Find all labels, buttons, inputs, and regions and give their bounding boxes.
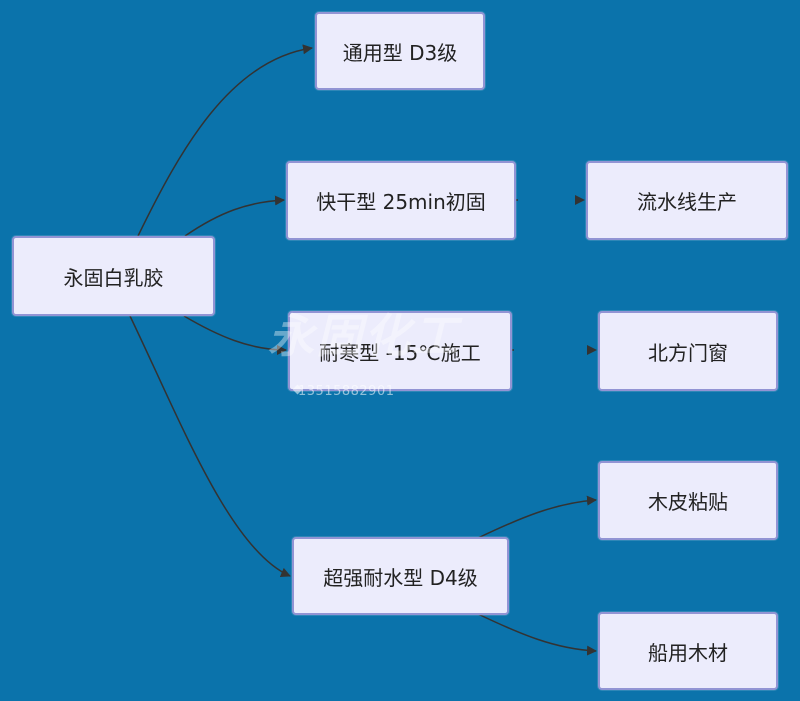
node-cold: 耐寒型 -15℃施工 xyxy=(288,311,512,391)
edge-waterproof-veneer xyxy=(477,495,597,539)
node-north-label: 北方门窗 xyxy=(648,340,728,365)
edge-waterproof-ship xyxy=(477,613,597,656)
node-root: 永固白乳胶 xyxy=(12,236,215,316)
node-root-label: 永固白乳胶 xyxy=(63,265,164,290)
node-ship: 船用木材 xyxy=(598,612,778,690)
node-veneer: 木皮粘贴 xyxy=(598,461,778,540)
node-quick-label: 快干型 25min初固 xyxy=(316,190,486,214)
node-assembly: 流水线生产 xyxy=(586,161,788,240)
node-veneer-label: 木皮粘贴 xyxy=(648,490,728,514)
node-general-label: 通用型 D3级 xyxy=(342,40,458,65)
node-waterproof: 超强耐水型 D4级 xyxy=(292,537,509,615)
edge-root-waterproof xyxy=(129,315,291,577)
node-waterproof-label: 超强耐水型 D4级 xyxy=(323,565,478,590)
node-quick: 快干型 25min初固 xyxy=(286,161,516,240)
edge-root-cold xyxy=(183,315,287,355)
node-assembly-label: 流水线生产 xyxy=(637,190,737,214)
node-cold-label: 耐寒型 -15℃施工 xyxy=(319,340,481,365)
node-ship-label: 船用木材 xyxy=(648,640,728,665)
node-general: 通用型 D3级 xyxy=(315,12,485,90)
edge-root-general xyxy=(137,44,313,237)
node-north: 北方门窗 xyxy=(598,311,778,391)
edge-root-quick xyxy=(184,195,285,237)
